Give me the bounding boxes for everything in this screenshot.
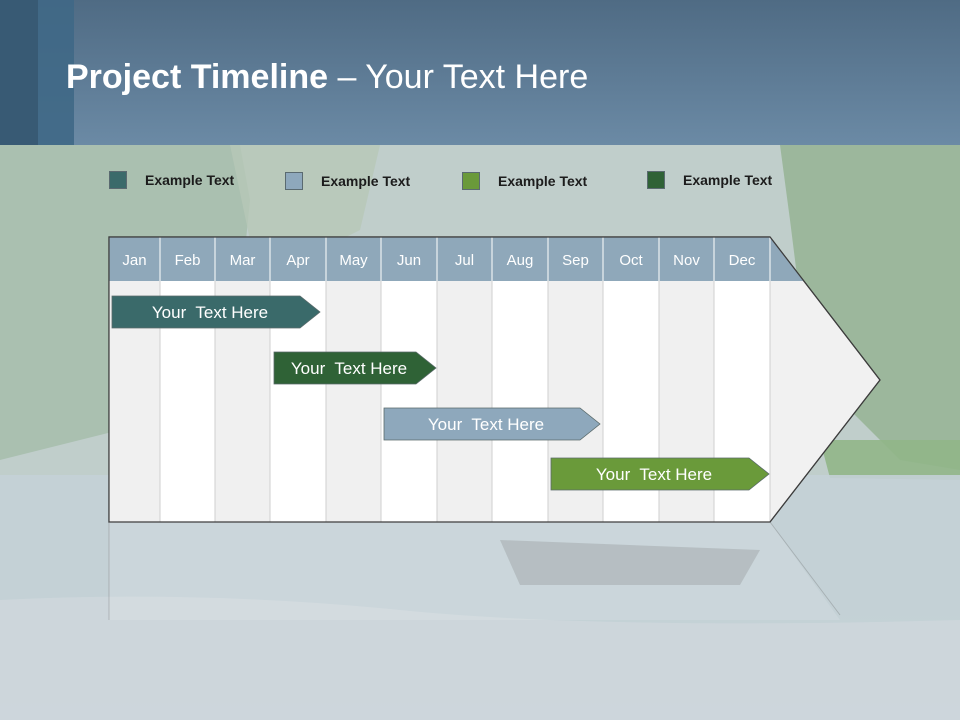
legend-item: Example Text [647,171,772,189]
legend-item: Example Text [462,172,587,190]
legend-swatch [647,171,665,189]
timeline-reflection [109,522,840,620]
timeline-bar [383,407,601,441]
month-label: Jul [455,252,474,269]
legend-item: Example Text [109,171,234,189]
reflection-edge [769,521,841,616]
month-label: May [339,252,368,269]
month-label: Aug [507,252,534,269]
timeline-outline [108,236,881,523]
legend-label: Example Text [498,173,588,189]
timeline-bar-label: Your Text Here [152,303,268,322]
title-bold: Project Timeline [66,58,329,96]
month-label: Dec [729,252,756,269]
month-label: Mar [230,252,256,269]
timeline-bar [273,351,437,385]
timeline-bar [550,457,770,491]
month-column [381,281,437,522]
title-subtitle: – Your Text Here [328,58,589,96]
header-banner [0,0,960,145]
legend-label: Example Text [683,172,773,188]
month-column [437,281,492,522]
legend-swatch [462,172,480,190]
month-label: Jun [397,252,421,269]
header-accent-stripe [0,0,38,145]
legend-label: Example Text [145,172,235,188]
month-label: Oct [619,252,643,269]
month-label: Apr [286,252,309,269]
month-label: Sep [562,252,589,269]
page-title: Project Timeline – Your Text Here [66,58,588,97]
header-accent-stripe [38,0,74,145]
month-column [492,281,548,522]
legend-item: Example Text [285,172,410,190]
legend-label: Example Text [321,173,411,189]
legend-swatch [285,172,303,190]
month-header-band [109,237,804,281]
month-column [326,281,381,522]
timeline-bar-label: Your Text Here [596,465,712,484]
month-label: Nov [673,252,700,269]
timeline-bar-label: Your Text Here [428,415,544,434]
timeline-bar-label: Your Text Here [291,359,407,378]
month-label: Jan [122,252,146,269]
timeline-bar [111,295,321,329]
month-label: Feb [175,252,201,269]
legend-swatch [109,171,127,189]
